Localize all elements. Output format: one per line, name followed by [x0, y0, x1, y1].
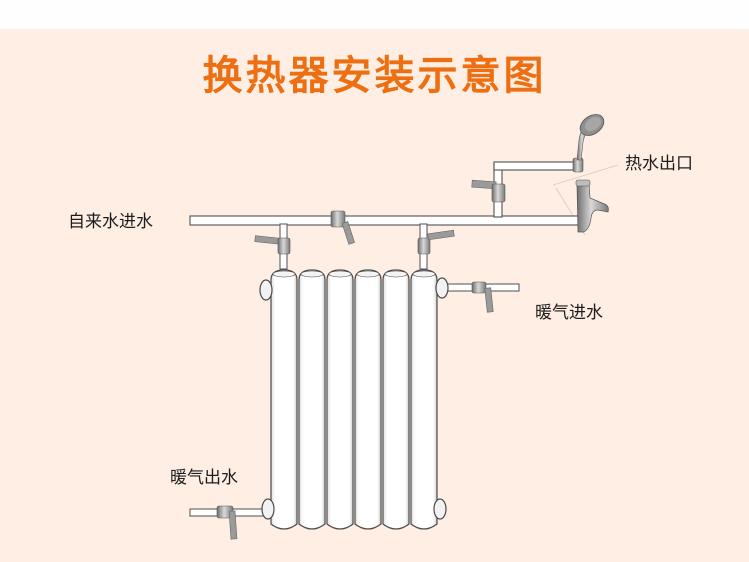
radiator-column-cap — [412, 270, 436, 278]
top-strip — [0, 0, 749, 29]
cold-water-pipe — [189, 215, 581, 226]
valve-heating-inlet[interactable] — [471, 281, 494, 313]
radiator — [259, 269, 449, 530]
radiator-column-cap — [384, 270, 408, 278]
hot-water-pipe — [493, 161, 577, 218]
diagram-title: 换热器安装示意图 — [202, 53, 547, 99]
radiator-stub-top-left — [259, 279, 273, 301]
radiator-column-cap — [300, 270, 324, 278]
label-tap-water-inlet: 自来水进水 — [68, 212, 153, 232]
radiator-stub-bottom-right — [433, 498, 447, 520]
radiator-column — [298, 269, 326, 530]
valves — [216, 179, 506, 540]
radiator-supply-pipes — [279, 223, 428, 270]
label-heating-inlet: 暖气进水 — [535, 303, 603, 323]
valve-right-supply[interactable] — [417, 229, 455, 255]
label-hot-water-outlet: 热水出口 — [625, 154, 693, 174]
radiator-column-cap — [272, 270, 296, 278]
radiator-column — [382, 269, 410, 530]
radiator-column-cap — [356, 270, 380, 278]
valve-hot-riser[interactable] — [471, 179, 506, 203]
radiator-stub-bottom-left — [261, 498, 275, 520]
shower-head-icon — [572, 114, 605, 173]
valve-left-supply[interactable] — [254, 235, 291, 255]
radiator-column — [270, 269, 298, 530]
valve-heating-outlet[interactable] — [216, 505, 238, 540]
radiator-column — [326, 269, 354, 530]
radiator-column — [410, 269, 438, 530]
radiator-column — [354, 269, 382, 530]
radiator-column-cap — [328, 270, 352, 278]
faucet-icon — [575, 179, 609, 233]
valve-main-inlet[interactable] — [330, 210, 355, 245]
label-heating-outlet: 暖气出水 — [170, 468, 238, 488]
radiator-stub-top-right — [435, 277, 449, 299]
